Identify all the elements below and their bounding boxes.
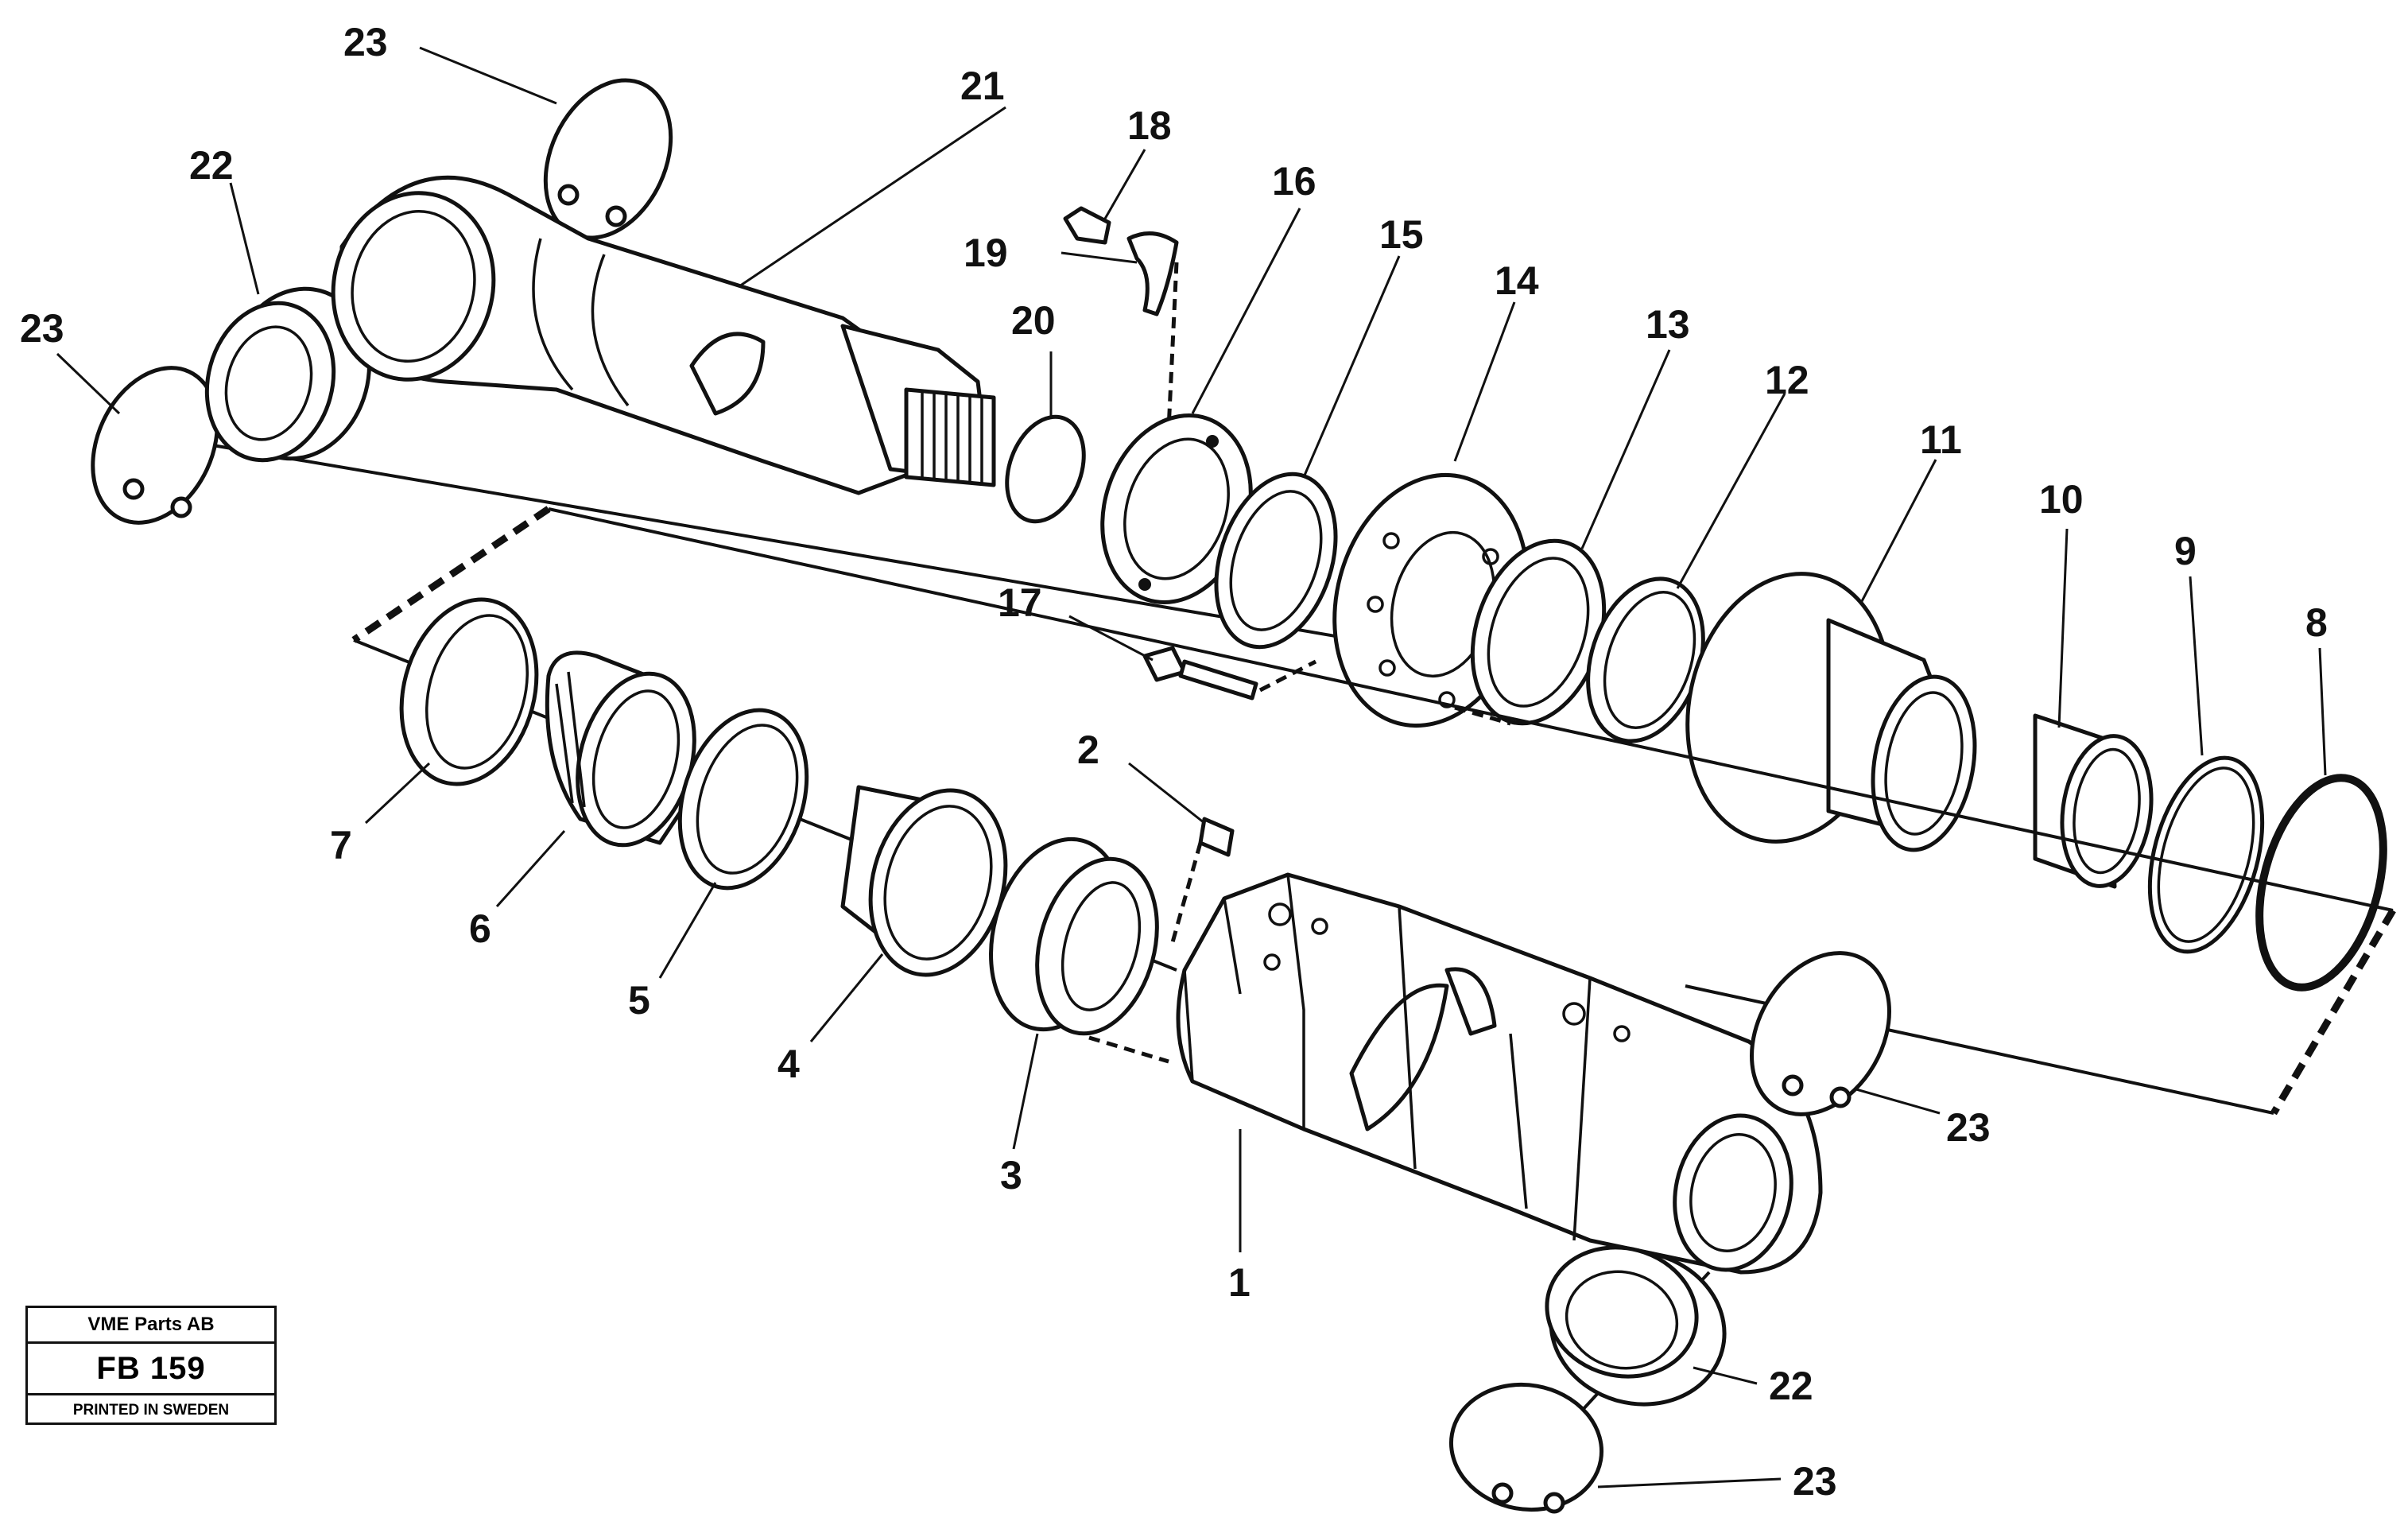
callout-22-left: 22: [189, 143, 234, 188]
title-block: VME Parts AB FB 159 PRINTED IN SWEDEN: [25, 1306, 277, 1425]
part-22-bearing-left: [204, 286, 371, 463]
callout-3: 3: [1000, 1153, 1022, 1197]
callout-23-bottom: 23: [1793, 1459, 1837, 1504]
part-17-screw: [1142, 646, 1258, 701]
callout-1: 1: [1228, 1260, 1251, 1305]
callout-7: 7: [330, 823, 352, 867]
part-13-ring: [1470, 538, 1607, 726]
rod-thread: [904, 387, 996, 487]
part-23-circlip-bottom: [1448, 1382, 1604, 1514]
part-22-bearing-lower: [1545, 1245, 1727, 1407]
part-18-screw: [1063, 206, 1111, 245]
callout-15: 15: [1379, 212, 1424, 257]
part-15-seal: [1214, 472, 1338, 650]
company-name: VME Parts AB: [28, 1308, 274, 1344]
part-21-piston-rod: [331, 175, 996, 495]
callout-numbers: 23 22 23 21 18 19 20 16 15 14 13 12 11 1…: [20, 20, 2328, 1504]
callout-4: 4: [777, 1042, 800, 1086]
assembly-link-right: [2270, 908, 2396, 1116]
part-6-piston: [545, 650, 696, 848]
callout-20: 20: [1011, 298, 1056, 343]
callout-16: 16: [1272, 159, 1316, 204]
part-9-ring: [2147, 755, 2265, 954]
part-3-seal-ring: [989, 836, 1159, 1036]
callout-5: 5: [628, 978, 650, 1023]
part-23-circlip-top: [543, 78, 673, 240]
part-4-bushing: [840, 785, 1008, 977]
guide-line-2-1: [1170, 842, 1203, 943]
assembly-link-top: [548, 507, 2394, 912]
part-19-lock-plate: [1126, 231, 1179, 316]
callout-22-lower: 22: [1769, 1364, 1813, 1408]
guide-line-14-13: [1454, 705, 1511, 726]
callout-23-right: 23: [1946, 1105, 1991, 1150]
part-23-circlip-right: [1750, 951, 1891, 1116]
guide-line-17-14: [1258, 659, 1317, 693]
callout-2: 2: [1077, 728, 1099, 772]
part-12-ring: [1586, 576, 1705, 743]
part-8-ring: [2255, 774, 2387, 992]
callout-12: 12: [1765, 358, 1809, 402]
callout-13: 13: [1646, 302, 1690, 347]
guide-line-3-1: [1088, 1035, 1169, 1064]
callout-19: 19: [964, 231, 1008, 275]
callout-9: 9: [2174, 529, 2197, 573]
part-11-guide: [1685, 572, 1977, 852]
part-20-o-ring: [1005, 414, 1086, 524]
part-23-circlip-left: [91, 366, 219, 525]
part-5-seal: [677, 708, 809, 891]
callout-6: 6: [469, 906, 491, 951]
assembly-link-left: [351, 506, 551, 643]
callout-17: 17: [998, 580, 1042, 625]
part-7-ring: [399, 597, 539, 786]
callout-14: 14: [1495, 258, 1539, 303]
part-16-gasket: [1100, 413, 1253, 604]
drawing-number: FB 159: [28, 1344, 274, 1395]
callout-23-left: 23: [20, 306, 64, 351]
callout-18: 18: [1127, 103, 1172, 148]
callout-23-top: 23: [343, 20, 388, 64]
guide-line-19-16: [1166, 262, 1179, 430]
callout-21: 21: [960, 64, 1005, 108]
leader-lines: [56, 46, 2327, 1488]
callout-10: 10: [2039, 477, 2084, 522]
callout-11: 11: [1920, 417, 1962, 462]
part-2-screw: [1198, 817, 1235, 857]
part-1-cylinder-tube: [1176, 872, 1823, 1275]
part-10-sleeve: [2033, 713, 2154, 889]
callout-8: 8: [2305, 600, 2328, 645]
printed-in: PRINTED IN SWEDEN: [72, 1402, 230, 1419]
